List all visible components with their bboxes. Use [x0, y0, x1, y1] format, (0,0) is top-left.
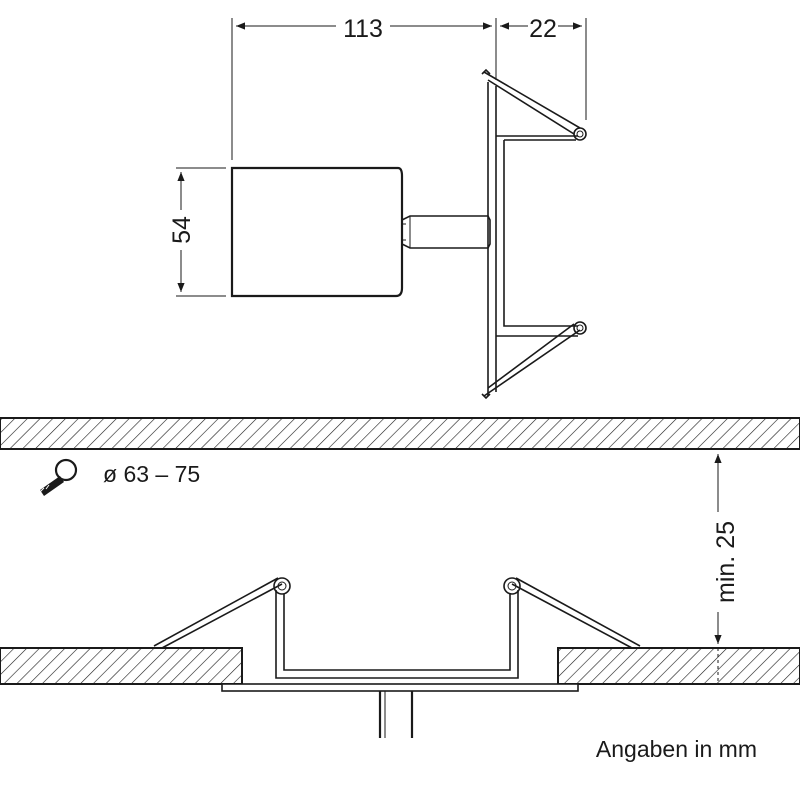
top-view: 113 22 54 — [168, 15, 587, 400]
lamp-neck — [401, 215, 491, 249]
dimension-54: 54 — [168, 172, 196, 292]
installed-clip-right — [503, 577, 641, 649]
dimension-label-length: 113 — [343, 15, 383, 43]
side-section: min. 25 — [0, 454, 800, 738]
dimension-label-diameter: 54 — [168, 216, 196, 244]
units-note: Angaben in mm — [596, 736, 757, 762]
spring-clip-bottom — [481, 321, 587, 400]
dimension-label-depth: 22 — [529, 15, 557, 43]
installed-clip-left — [153, 577, 291, 649]
ceiling-panel-left — [0, 647, 243, 685]
hole-saw-icon — [39, 458, 78, 496]
cutout-diameter-label: ø 63 – 75 — [103, 461, 200, 487]
spring-clip-top — [481, 68, 587, 141]
installed-frame — [221, 590, 579, 692]
lamp-stem — [378, 691, 414, 738]
dimension-min-25: min. 25 — [712, 454, 740, 684]
ceiling-section-top — [0, 417, 800, 450]
mounting-depth-label: min. 25 — [712, 521, 740, 603]
dimension-113: 113 — [236, 15, 492, 43]
ceiling-panel-right — [557, 647, 800, 685]
dimension-22: 22 — [500, 15, 582, 43]
lamp-head — [230, 166, 404, 298]
mounting-frame — [487, 82, 578, 396]
